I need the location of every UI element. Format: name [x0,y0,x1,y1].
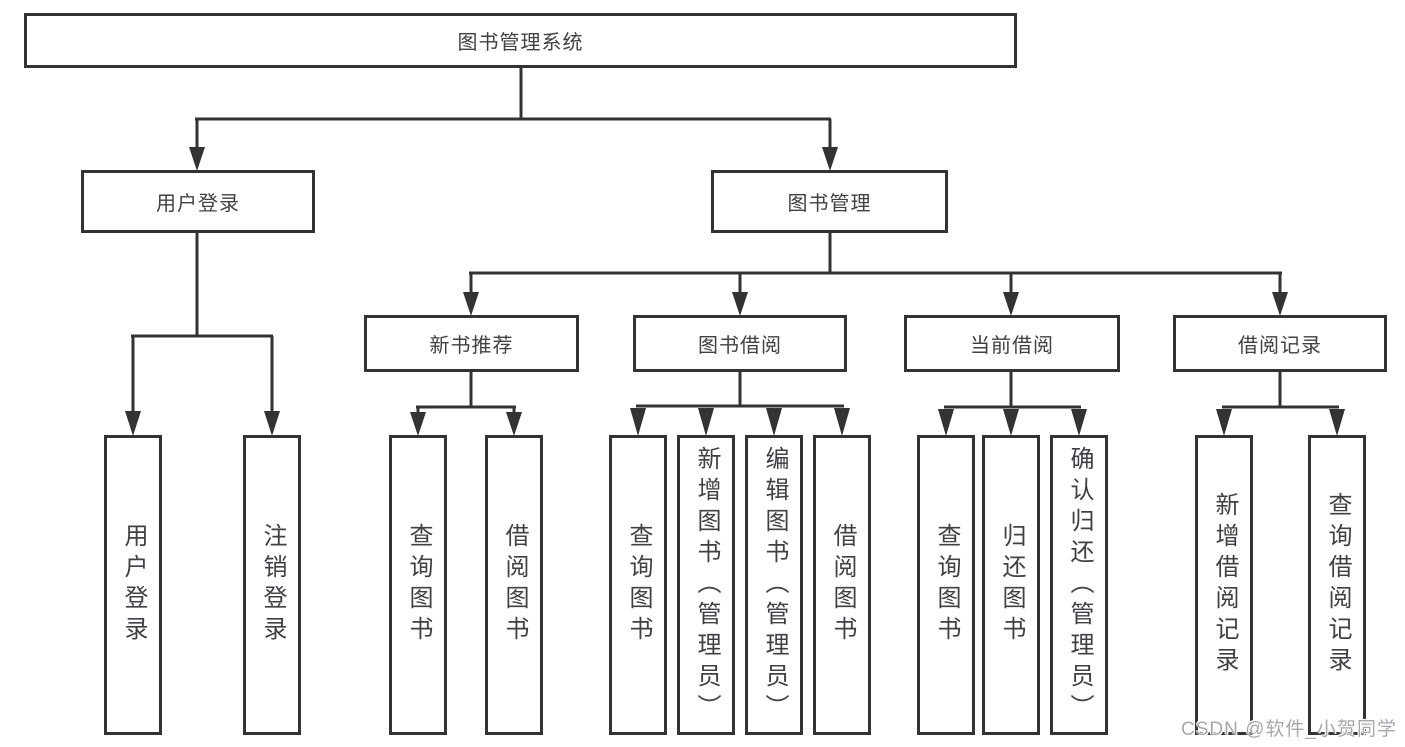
node-book-mgmt-label: 图书管理 [787,193,872,215]
leaf-logout: 注销登录 [243,435,301,735]
node-user-login: 用户登录 [81,170,315,233]
node-book-borrow: 图书借阅 [633,315,847,372]
leaf-recommend-query-book-label: 查询图书 [405,523,432,647]
leaf-logout-label: 注销登录 [259,523,286,647]
leaf-borrow-query-book: 查询图书 [609,435,667,735]
leaf-borrow-query-book-label: 查询图书 [625,523,652,647]
leaf-add-book-admin-label: 新增图书（管理员） [693,445,720,725]
node-current-borrow-label: 当前借阅 [970,335,1054,357]
leaf-return-book-label: 归还图书 [998,523,1025,647]
leaf-recommend-borrow-book-label: 借阅图书 [501,523,528,647]
node-new-book-recommend-label: 新书推荐 [429,335,514,357]
leaf-borrow-book: 借阅图书 [813,435,871,735]
leaf-current-query-book-label: 查询图书 [933,523,960,647]
leaf-recommend-query-book: 查询图书 [389,435,447,735]
node-root: 图书管理系统 [24,13,1017,68]
leaf-confirm-return-admin-label: 确认归还（管理员） [1066,445,1093,725]
leaf-add-book-admin: 新增图书（管理员） [677,435,735,735]
csdn-watermark: CSDN @软件_小贺同学 [1181,719,1397,740]
leaf-current-query-book: 查询图书 [917,435,975,735]
leaf-add-borrow-record-label: 新增借阅记录 [1211,492,1238,678]
node-borrow-record: 借阅记录 [1173,315,1387,372]
leaf-edit-book-admin: 编辑图书（管理员） [745,435,803,735]
leaf-user-login: 用户登录 [104,435,162,735]
leaf-query-borrow-record: 查询借阅记录 [1308,435,1366,735]
node-user-login-label: 用户登录 [156,193,240,215]
node-book-mgmt: 图书管理 [711,170,948,233]
leaf-confirm-return-admin: 确认归还（管理员） [1050,435,1108,735]
node-new-book-recommend: 新书推荐 [364,315,579,372]
leaf-add-borrow-record: 新增借阅记录 [1195,435,1253,735]
node-book-borrow-label: 图书借阅 [698,335,782,357]
leaf-borrow-book-label: 借阅图书 [829,523,856,647]
leaf-return-book: 归还图书 [982,435,1040,735]
leaf-edit-book-admin-label: 编辑图书（管理员） [761,445,788,725]
leaf-recommend-borrow-book: 借阅图书 [485,435,543,735]
node-root-label: 图书管理系统 [457,32,584,54]
leaf-user-login-label: 用户登录 [120,523,147,647]
leaf-query-borrow-record-label: 查询借阅记录 [1324,492,1351,678]
node-current-borrow: 当前借阅 [904,315,1120,372]
node-borrow-record-label: 借阅记录 [1238,335,1322,357]
